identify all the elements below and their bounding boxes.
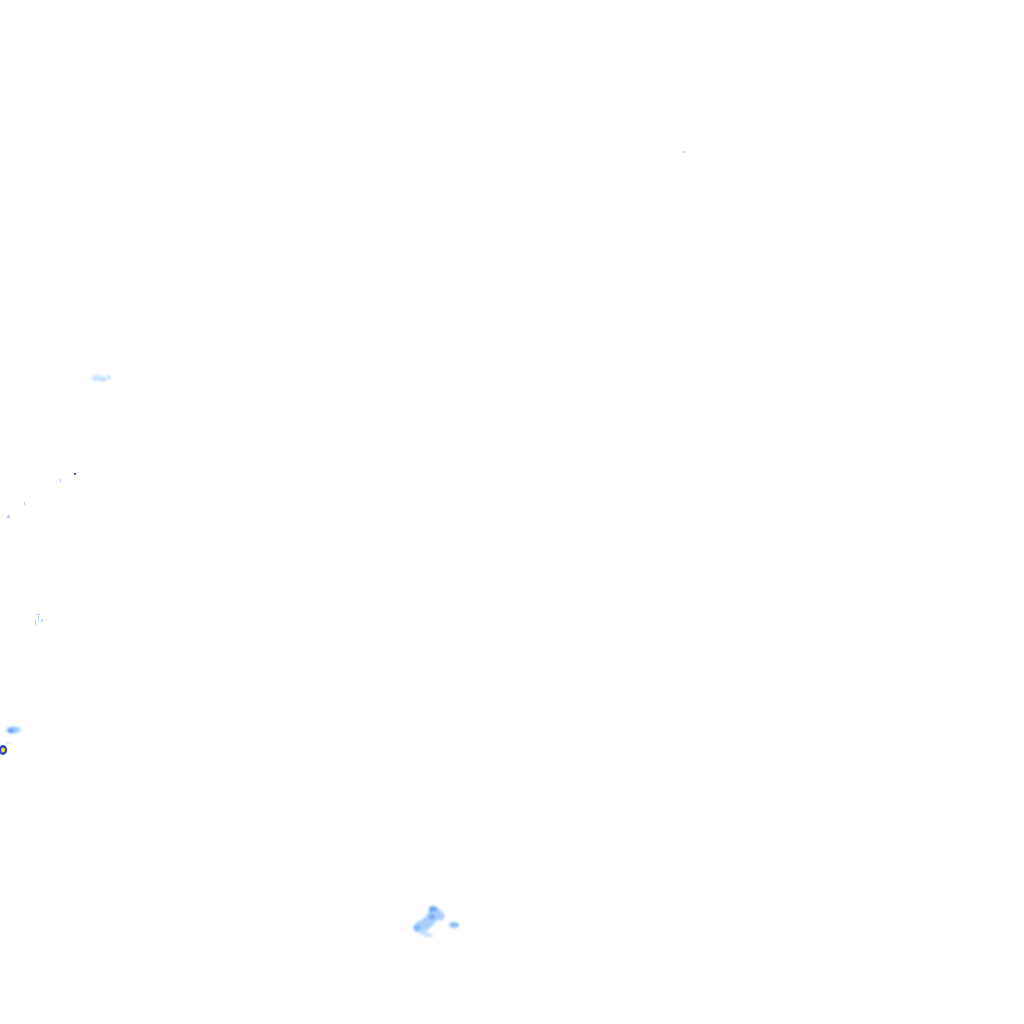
echo-specks xyxy=(7,151,685,518)
echo-cell-northwest xyxy=(92,374,111,382)
echo-cell-south xyxy=(413,906,459,938)
echo-cell-west-mid xyxy=(35,614,43,625)
echo-cell-west-upper xyxy=(6,726,22,734)
echo-cell-west-core xyxy=(0,741,13,755)
